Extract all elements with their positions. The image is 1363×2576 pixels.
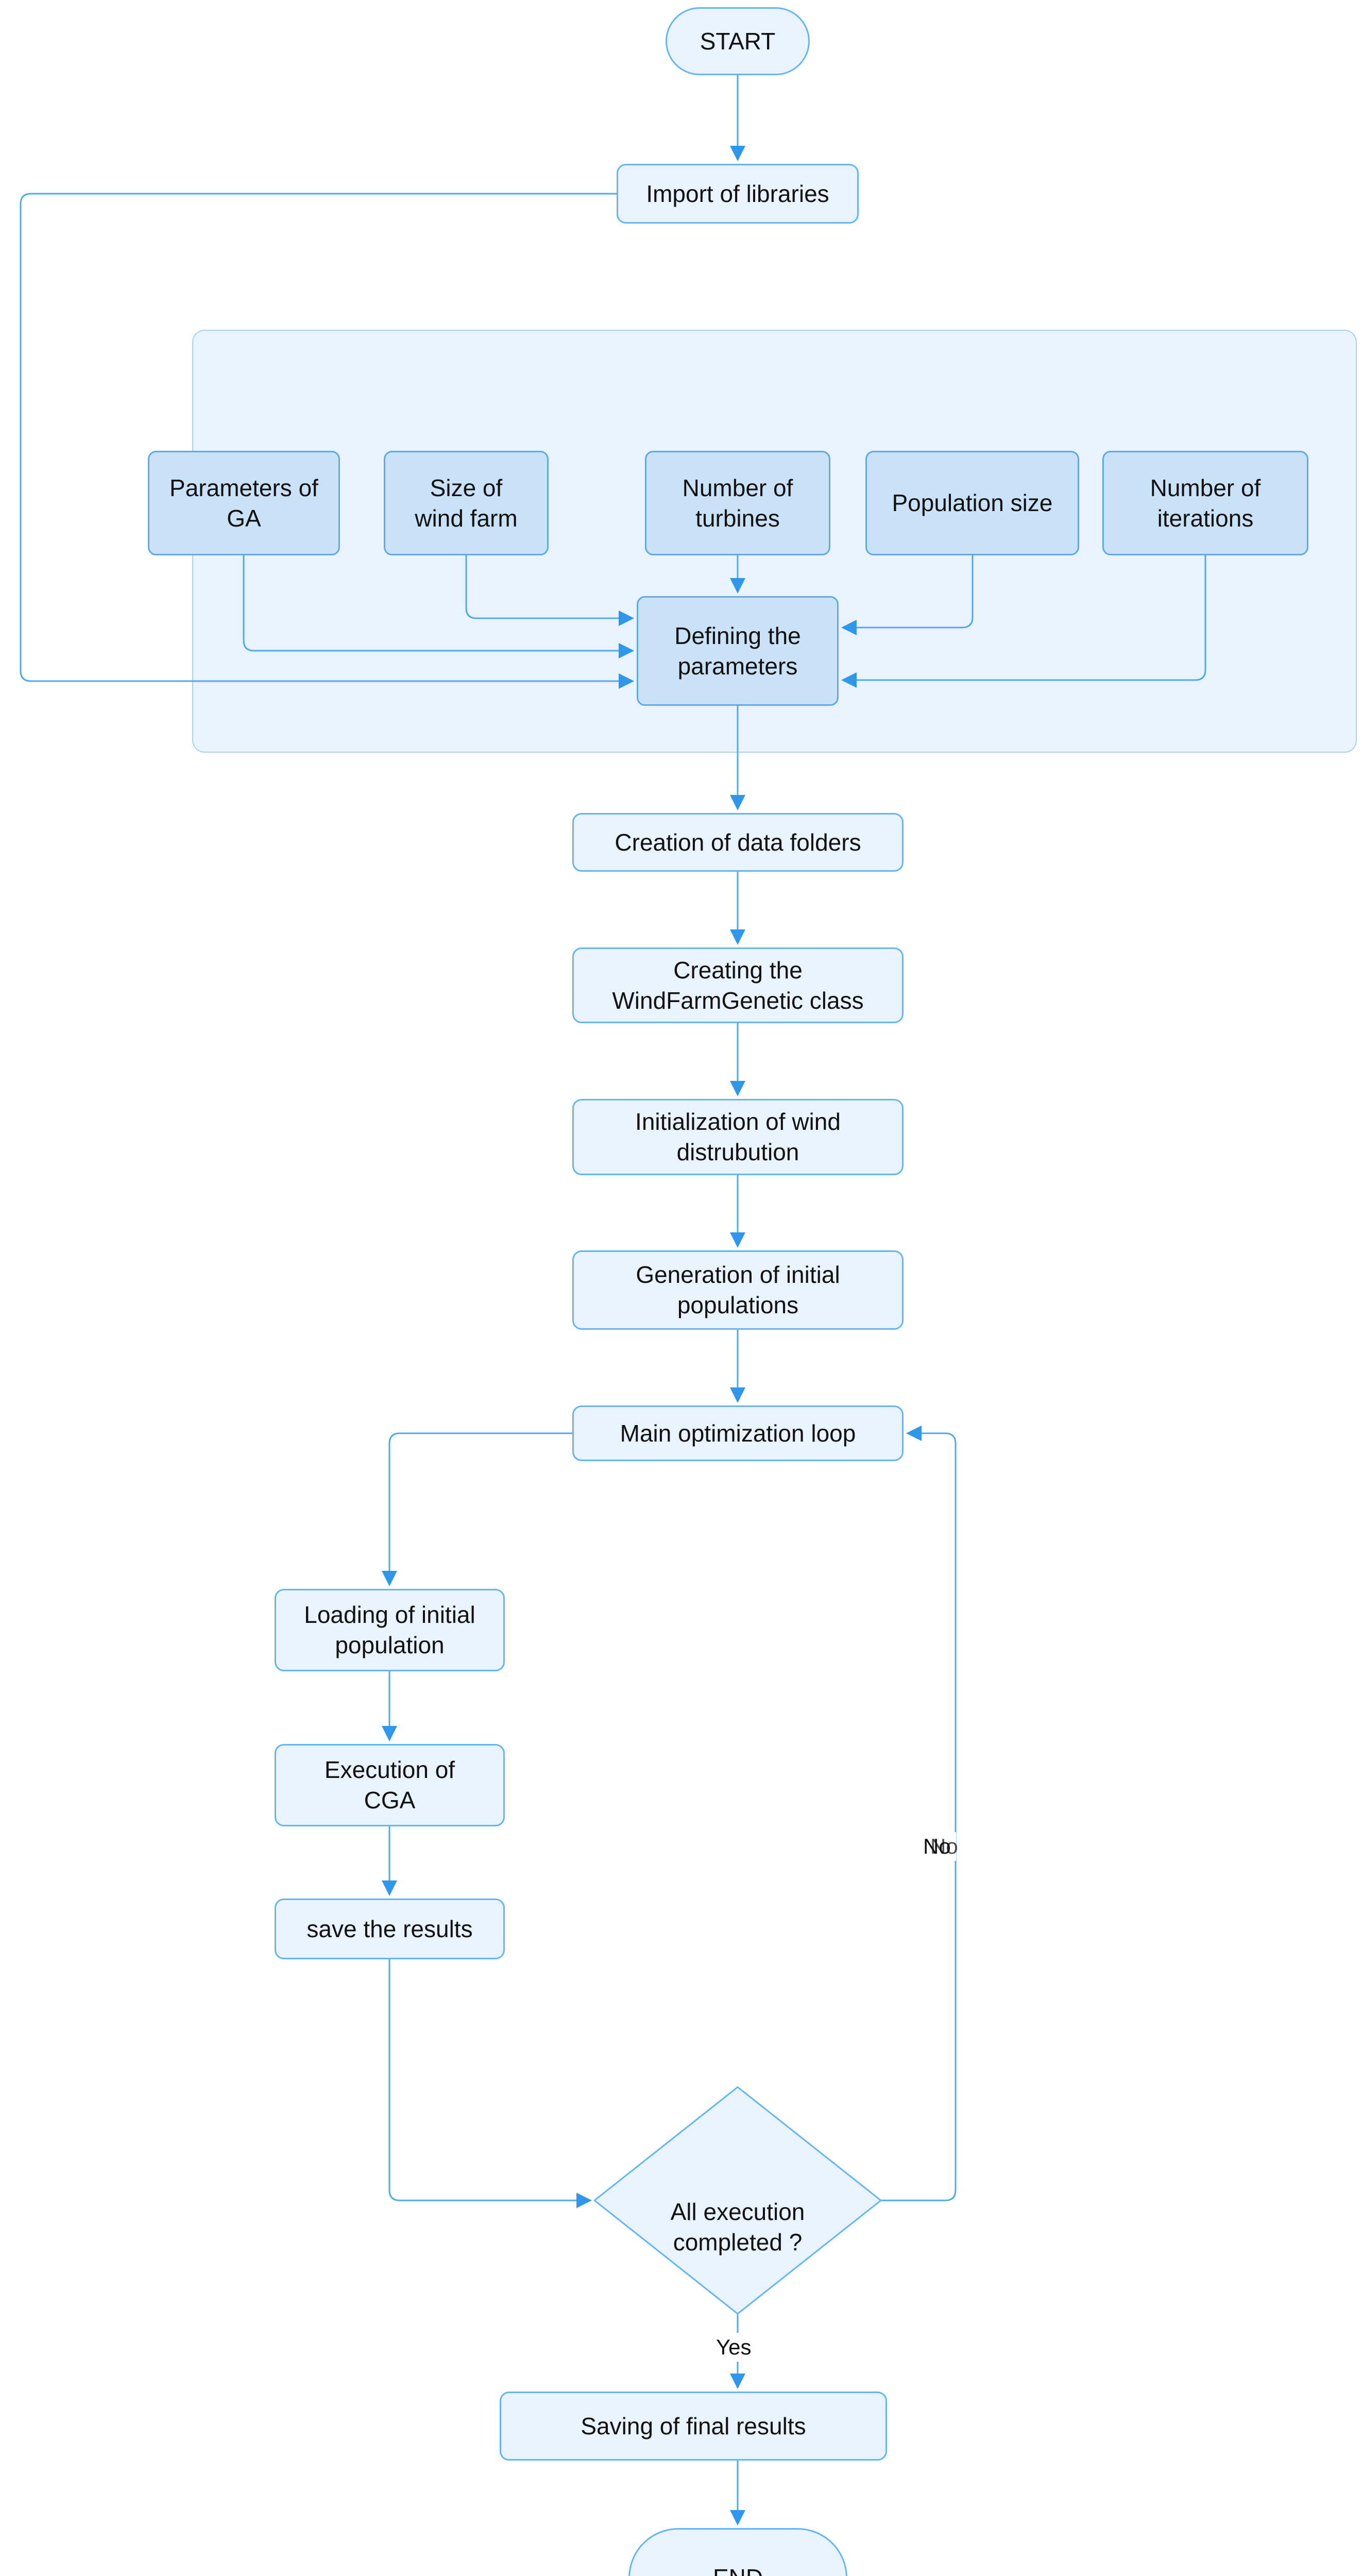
- node-creation-data-folders: Creation of data folders: [572, 813, 904, 872]
- edge-number-iterations-to-defining: [841, 555, 1206, 688]
- node-execution-of-cga-label: Execution of CGA: [324, 1756, 455, 1814]
- node-defining-parameters: Defining the parameters: [637, 596, 839, 706]
- node-end-label: END: [713, 2563, 763, 2576]
- node-all-execution-completed-label: All execution completed ?: [670, 2198, 805, 2256]
- node-number-of-iterations-label: Number of iterations: [1150, 474, 1261, 532]
- node-generation-initial-populations: Generation of initial populations: [572, 1250, 904, 1330]
- edge-save-to-decision: [388, 1959, 592, 2208]
- node-size-of-wind-farm-label: Size of wind farm: [415, 474, 518, 532]
- decision-diamond-shape: [593, 2086, 882, 2315]
- node-creating-windfarmgenetic-class-label: Creating the WindFarmGenetic class: [612, 956, 864, 1014]
- node-import-libraries: Import of libraries: [617, 164, 859, 224]
- node-parameters-of-ga-label: Parameters of GA: [169, 474, 318, 532]
- node-initialization-wind-distribution: Initialization of wind distrubution: [572, 1099, 904, 1175]
- node-import-libraries-label: Import of libraries: [646, 180, 829, 207]
- node-loading-initial-population-label: Loading of initial population: [304, 1601, 475, 1658]
- edge-label-yes: Yes: [711, 2333, 757, 2362]
- node-end: END: [628, 2528, 847, 2576]
- edge-population-size-to-defining: [841, 555, 974, 635]
- node-population-size-label: Population size: [892, 489, 1053, 517]
- node-execution-of-cga: Execution of CGA: [275, 1744, 505, 1826]
- node-parameters-of-ga: Parameters of GA: [148, 451, 340, 555]
- node-population-size: Population size: [865, 451, 1079, 555]
- node-initialization-wind-distribution-label: Initialization of wind distrubution: [635, 1108, 841, 1165]
- edge-decision-no-to-main-loop: [881, 1426, 957, 2201]
- node-saving-final-results: Saving of final results: [500, 2392, 887, 2461]
- node-size-of-wind-farm: Size of wind farm: [384, 451, 549, 555]
- node-number-of-turbines-label: Number of turbines: [682, 474, 793, 532]
- node-save-results-label: save the results: [306, 1915, 473, 1942]
- node-main-optimization-loop: Main optimization loop: [572, 1405, 904, 1461]
- node-defining-parameters-label: Defining the parameters: [674, 622, 801, 680]
- edge-import-feedback-to-defining: [20, 193, 634, 689]
- node-saving-final-results-label: Saving of final results: [581, 2412, 806, 2439]
- node-main-optimization-loop-label: Main optimization loop: [620, 1419, 856, 1447]
- node-start-label: START: [700, 27, 776, 55]
- node-start: START: [666, 7, 810, 75]
- edge-parameters-ga-to-defining: [243, 555, 634, 658]
- node-generation-initial-populations-label: Generation of initial populations: [636, 1261, 840, 1318]
- node-save-results: save the results: [275, 1899, 505, 1959]
- node-number-of-iterations: Number of iterations: [1102, 451, 1308, 555]
- edge-size-wind-farm-to-defining: [465, 555, 634, 626]
- node-number-of-turbines: Number of turbines: [645, 451, 830, 555]
- edge-main-loop-to-loading: [382, 1432, 572, 1586]
- node-creation-data-folders-label: Creation of data folders: [615, 828, 861, 856]
- node-creating-windfarmgenetic-class: Creating the WindFarmGenetic class: [572, 947, 904, 1023]
- node-loading-initial-population: Loading of initial population: [275, 1589, 505, 1671]
- edge-label-no: No: [918, 1832, 956, 1861]
